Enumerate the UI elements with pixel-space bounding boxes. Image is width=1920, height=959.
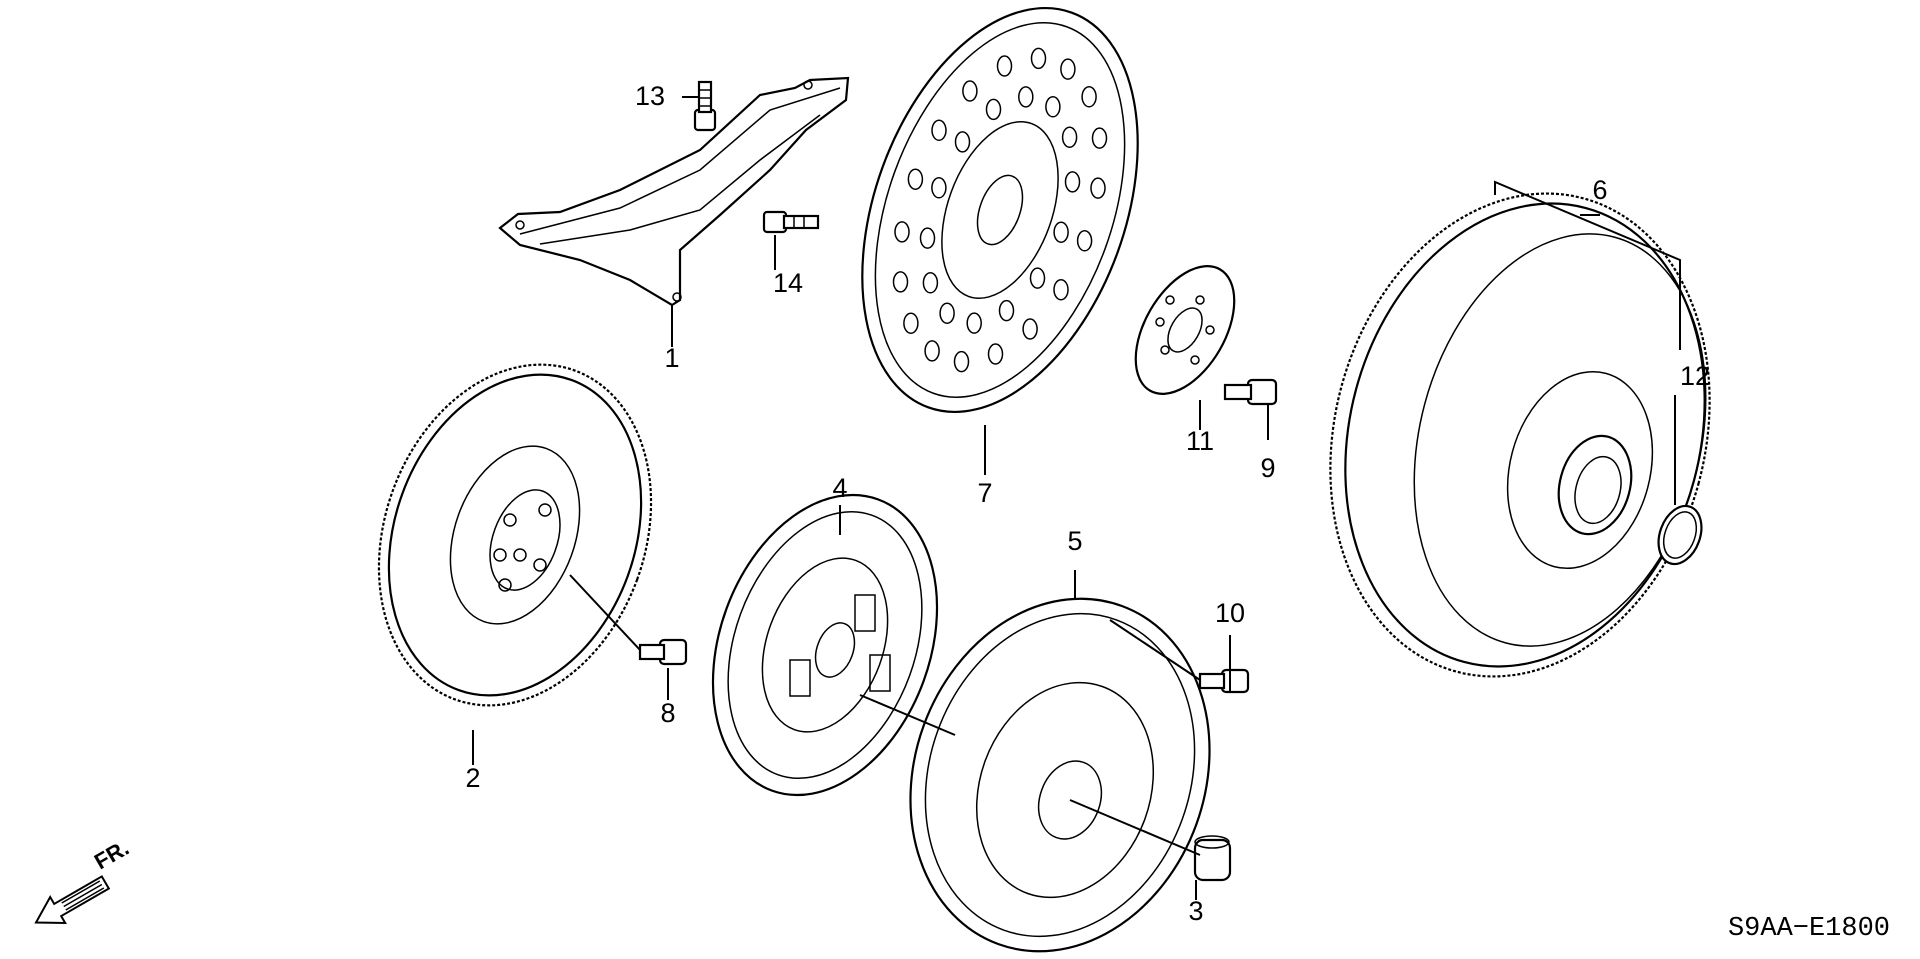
drive-plate-hole bbox=[894, 221, 910, 243]
callout-6: 6 bbox=[1592, 175, 1607, 205]
drive-plate-hole bbox=[931, 177, 947, 199]
part-4-clutch-disc bbox=[711, 493, 939, 797]
callout-1: 1 bbox=[664, 343, 679, 373]
drive-plate-hole bbox=[1053, 221, 1069, 243]
callout-10: 10 bbox=[1215, 598, 1245, 628]
callout-13: 13 bbox=[635, 81, 665, 111]
callout-3: 3 bbox=[1188, 896, 1203, 926]
drive-plate-hole bbox=[922, 272, 939, 294]
part-7-drive-plate bbox=[861, 6, 1139, 414]
drive-plate-hole bbox=[1061, 126, 1078, 148]
callout-11: 11 bbox=[1186, 426, 1214, 456]
drive-plate-hole bbox=[987, 343, 1004, 365]
callout-2: 2 bbox=[465, 763, 480, 793]
drive-plate-hole bbox=[966, 312, 982, 334]
front-label: FR. bbox=[90, 835, 133, 874]
drive-plate-hole bbox=[998, 299, 1015, 322]
part-3-bushing bbox=[1193, 835, 1232, 882]
callout-12: 12 bbox=[1680, 361, 1710, 391]
drive-plate-hole bbox=[939, 302, 955, 324]
drive-plate-hole bbox=[903, 312, 919, 334]
drive-plate-hole bbox=[1076, 230, 1093, 252]
drive-plate-hole bbox=[985, 98, 1002, 121]
part-2-flywheel bbox=[377, 363, 653, 707]
drive-plate-hole bbox=[953, 350, 970, 373]
drive-plate-hole bbox=[1045, 96, 1061, 118]
callout-4: 4 bbox=[832, 473, 847, 503]
leader-lines bbox=[472, 96, 1681, 900]
part-8-bolt bbox=[638, 638, 688, 666]
drive-plate-hole bbox=[892, 271, 909, 293]
part-11-washer-plate bbox=[1134, 265, 1236, 395]
part-1-cover bbox=[498, 76, 850, 307]
part-9-bolt bbox=[1223, 378, 1278, 406]
arrow-front-icon bbox=[34, 875, 111, 925]
drive-plate-hole bbox=[1091, 127, 1108, 149]
drive-plate-hole bbox=[1081, 86, 1097, 108]
drive-plate-hole bbox=[1053, 278, 1069, 301]
callout-7: 7 bbox=[977, 478, 992, 508]
drive-plate-hole bbox=[996, 55, 1013, 77]
callout-14: 14 bbox=[773, 268, 803, 298]
drive-plate-hole bbox=[1022, 318, 1038, 340]
part-5-pressure-plate bbox=[909, 597, 1211, 953]
drive-plate-hole bbox=[1030, 47, 1047, 70]
callout-labels: 1 2 3 4 5 6 7 8 9 10 11 12 13 14 bbox=[465, 81, 1710, 926]
callout-5: 5 bbox=[1067, 526, 1082, 556]
drive-plate-hole bbox=[954, 131, 971, 153]
drive-plate-hole bbox=[1018, 86, 1034, 108]
drive-plate-hole bbox=[1090, 177, 1106, 199]
drive-plate-hole bbox=[962, 80, 978, 102]
drive-plate-hole bbox=[907, 168, 924, 190]
drive-plate-hole bbox=[1060, 58, 1076, 80]
drive-plate-hole bbox=[919, 227, 936, 249]
callout-9: 9 bbox=[1260, 453, 1275, 483]
part-13-bolt bbox=[693, 80, 717, 132]
part-10-bolt bbox=[1198, 668, 1250, 694]
part-14-bolt bbox=[762, 210, 820, 234]
drive-plate-hole bbox=[931, 119, 947, 142]
drive-plate-hole bbox=[1064, 171, 1081, 193]
drive-plate-hole bbox=[1029, 267, 1046, 289]
front-indicator: FR. bbox=[34, 835, 133, 925]
drive-plate-hole bbox=[924, 340, 940, 362]
part-12-o-ring bbox=[1657, 504, 1703, 566]
callout-8: 8 bbox=[660, 698, 675, 728]
part-6-torque-converter bbox=[1329, 192, 1711, 678]
diagram-code: S9AA−E1800 bbox=[1728, 914, 1890, 944]
